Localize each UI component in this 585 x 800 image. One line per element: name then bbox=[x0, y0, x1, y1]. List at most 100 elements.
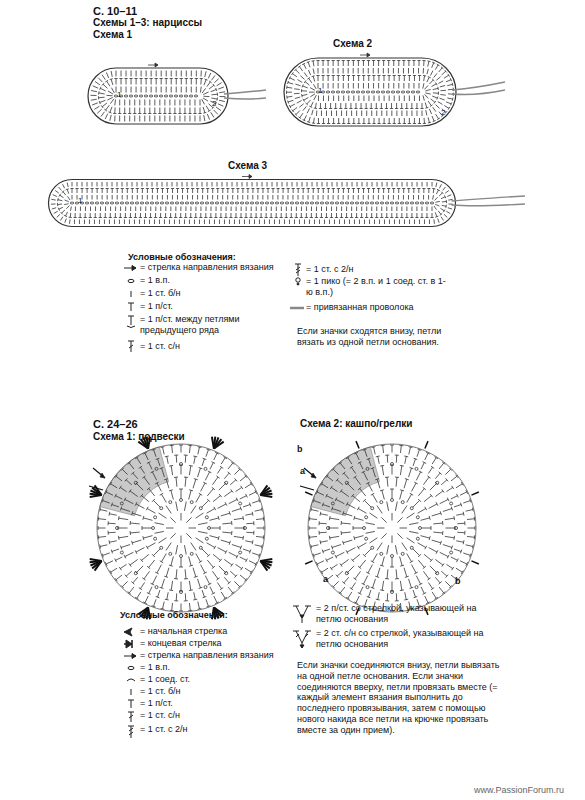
stitch-bar bbox=[377, 123, 380, 124]
stitch-symbol bbox=[364, 549, 371, 556]
stitch-symbol bbox=[404, 76, 405, 82]
stitch-symbol bbox=[99, 220, 100, 225]
stitch-bar bbox=[143, 536, 144, 540]
chain-stitch bbox=[220, 202, 224, 204]
stitch-bar bbox=[121, 188, 124, 189]
stitch-symbol bbox=[174, 108, 175, 114]
stitch-symbol bbox=[119, 536, 128, 537]
chain-stitch bbox=[280, 202, 284, 204]
stitch-symbol bbox=[122, 581, 127, 586]
stitch-bar bbox=[59, 194, 61, 197]
stitch-symbol bbox=[90, 213, 91, 218]
stitch-symbol bbox=[419, 61, 420, 67]
stitch-symbol bbox=[182, 182, 183, 187]
stitch-symbol bbox=[353, 68, 354, 74]
stitch-bar bbox=[405, 217, 408, 218]
chain-stitch bbox=[144, 95, 148, 97]
stitch-symbol bbox=[298, 189, 299, 194]
stitch-symbol bbox=[106, 72, 108, 78]
stitch-bar bbox=[295, 69, 297, 71]
stitch-bar bbox=[57, 198, 59, 201]
stitch-bar bbox=[352, 188, 355, 189]
stitch-symbol bbox=[438, 219, 440, 223]
chain-stitch bbox=[215, 202, 219, 204]
stitch-bar bbox=[382, 75, 385, 76]
chain-stitch bbox=[180, 463, 183, 466]
stitch-symbol bbox=[106, 561, 113, 564]
stitch-symbol bbox=[166, 543, 171, 551]
chain-stitch bbox=[149, 95, 153, 97]
stitch-symbol bbox=[126, 571, 132, 576]
stitch-symbol bbox=[352, 182, 353, 187]
chain-stitch bbox=[380, 552, 383, 555]
stitch-symbol bbox=[433, 189, 435, 193]
stitch-bar bbox=[290, 217, 293, 218]
stitch-symbol bbox=[219, 91, 225, 93]
chain-stitch bbox=[160, 546, 163, 549]
stitch-symbol bbox=[313, 195, 314, 200]
stitch-symbol bbox=[236, 207, 237, 212]
stitch-symbol bbox=[333, 61, 334, 67]
stitch-symbol bbox=[91, 99, 97, 101]
stitch-symbol bbox=[306, 213, 307, 218]
stitch-symbol bbox=[377, 543, 382, 551]
chain-stitch bbox=[190, 501, 193, 504]
stitch-symbol bbox=[322, 182, 323, 187]
stitch-symbol bbox=[264, 220, 265, 225]
stitch-symbol bbox=[57, 214, 60, 217]
stitch-symbol bbox=[108, 523, 115, 524]
stitch-symbol bbox=[121, 545, 130, 548]
stitch-symbol bbox=[201, 71, 202, 77]
stitch-bar bbox=[136, 188, 139, 189]
stitch-symbol bbox=[159, 108, 160, 114]
chain-stitch bbox=[420, 202, 424, 204]
stitch-symbol bbox=[428, 101, 431, 106]
stitch-symbol bbox=[432, 84, 437, 87]
stitch-symbol bbox=[225, 213, 226, 218]
stitch-symbol bbox=[166, 506, 171, 514]
stitch-symbol bbox=[259, 220, 260, 225]
chain-stitch bbox=[240, 202, 244, 204]
stitch-symbol bbox=[287, 195, 288, 200]
stitch-symbol bbox=[151, 79, 152, 85]
stitch-symbol bbox=[413, 189, 414, 194]
stitch-symbol bbox=[353, 83, 354, 89]
chain-stitch bbox=[95, 202, 99, 204]
stitch-symbol bbox=[297, 80, 302, 83]
stitch-bar bbox=[441, 67, 443, 69]
stitch-bar bbox=[344, 108, 347, 109]
stitch-symbol bbox=[354, 220, 355, 225]
stitch-bar bbox=[139, 78, 142, 79]
stitch-symbol bbox=[427, 69, 428, 74]
stitch-bar bbox=[433, 120, 436, 121]
stitch-symbol bbox=[302, 94, 307, 95]
stitch-symbol bbox=[103, 553, 110, 555]
stitch-bar bbox=[252, 512, 254, 516]
stitch-symbol bbox=[309, 92, 314, 93]
stitch-bar bbox=[194, 576, 198, 577]
stitch-bar bbox=[165, 78, 168, 79]
stitch-symbol bbox=[144, 571, 150, 579]
stitch-bar bbox=[380, 217, 383, 218]
stitch-symbol bbox=[407, 494, 412, 502]
stitch-bar bbox=[420, 108, 423, 109]
stitch-bar bbox=[286, 86, 287, 89]
chain-stitch bbox=[180, 202, 184, 204]
stitch-bar bbox=[241, 188, 244, 189]
stitch-symbol bbox=[145, 207, 146, 212]
stitch-bar bbox=[355, 217, 358, 218]
stitch-symbol bbox=[139, 116, 140, 122]
stitch-bar bbox=[144, 217, 147, 218]
stitch-bar bbox=[340, 217, 343, 218]
round-outline bbox=[97, 444, 265, 612]
stitch-bar bbox=[441, 192, 443, 194]
stitch-symbol bbox=[398, 195, 399, 200]
stitch-bar bbox=[184, 578, 188, 579]
chain-stitch bbox=[155, 467, 158, 470]
stitch-symbol bbox=[323, 195, 324, 200]
stitch-bar bbox=[198, 113, 201, 114]
stitch-bar bbox=[204, 217, 207, 218]
stitch-symbol bbox=[157, 483, 161, 491]
stitch-symbol bbox=[230, 213, 231, 218]
stitch-symbol bbox=[363, 61, 364, 67]
